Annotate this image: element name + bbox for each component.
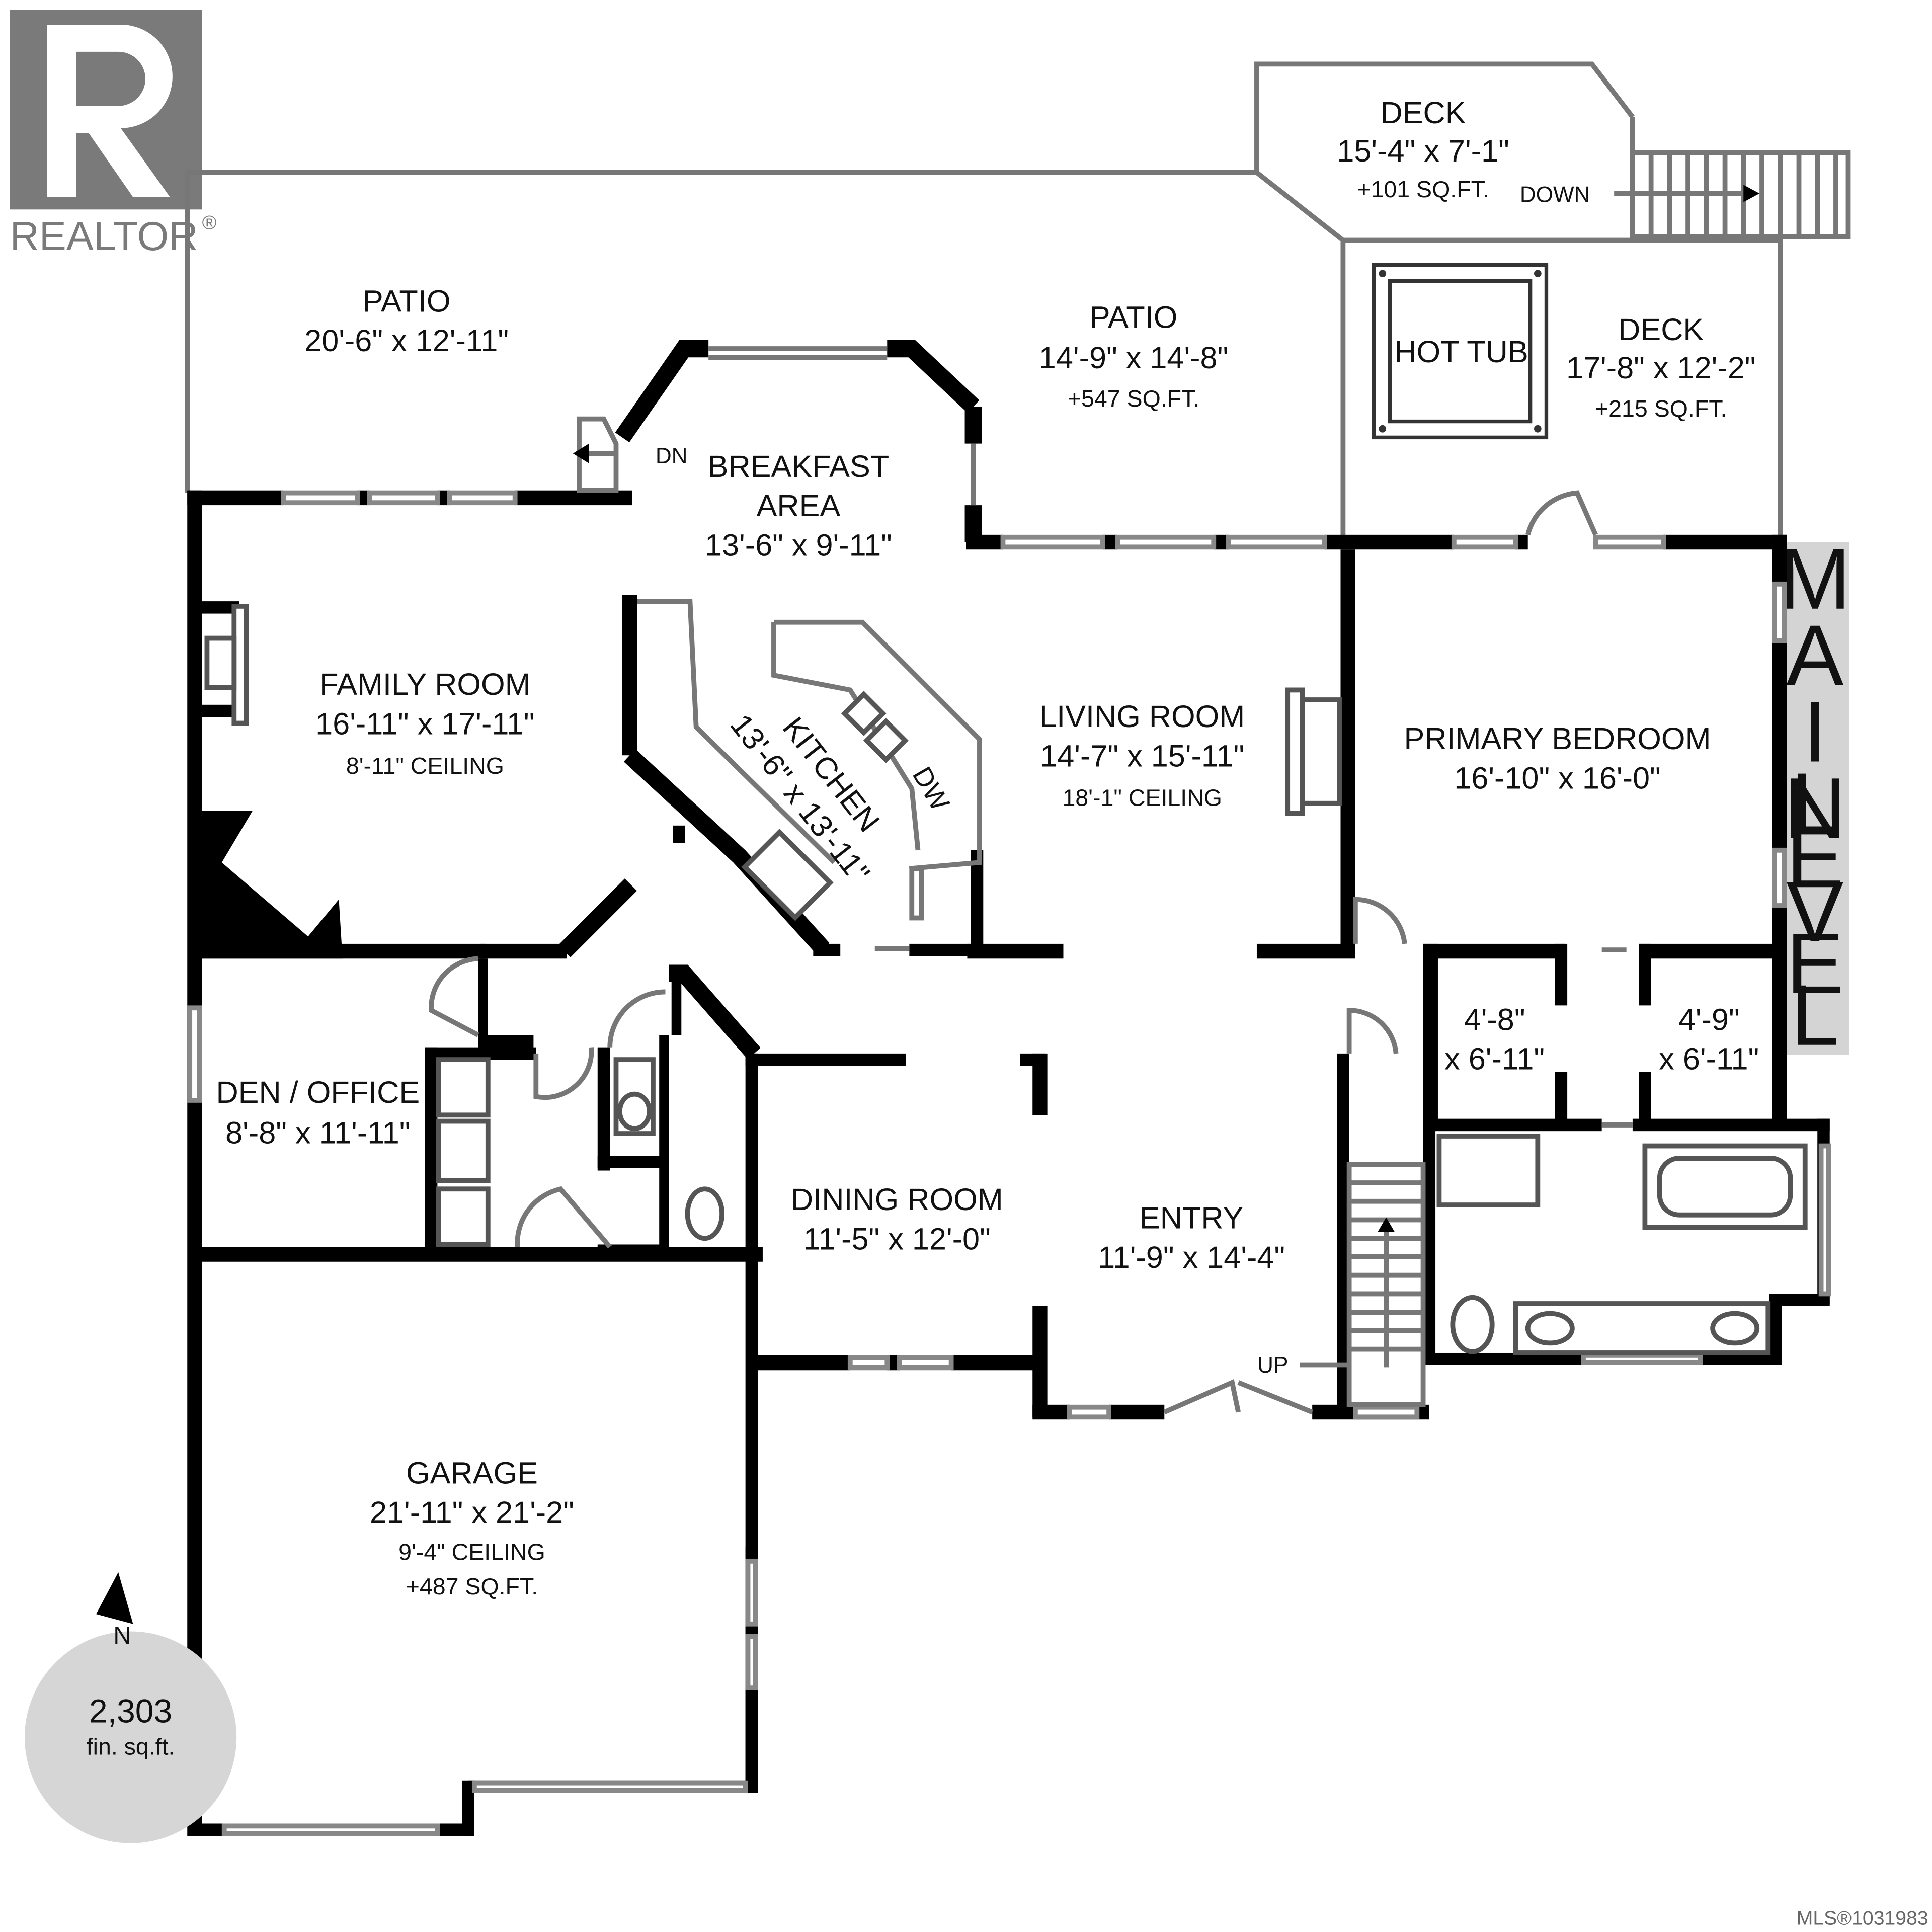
dining-room-name: DINING ROOM [791, 1182, 1003, 1217]
north-arrow-icon [96, 1572, 133, 1624]
family-room-name: FAMILY ROOM [319, 667, 531, 701]
garage-name: GARAGE [406, 1456, 538, 1490]
living-room-ceiling: 18'-1" CEILING [1062, 785, 1222, 811]
breakfast-name-line2: AREA [757, 489, 841, 523]
compass-badge: N 2,303 fin. sq.ft. [24, 1572, 237, 1843]
exterior-outlines [185, 61, 1851, 542]
garage-dims: 21'-11" x 21'-2" [370, 1495, 574, 1530]
closet-b-dim2: x 6'-11" [1659, 1042, 1759, 1076]
breakfast-dims: 13'-6" x 9'-11" [705, 528, 892, 562]
fixtures: DW [204, 416, 1808, 1407]
realtor-logo-text: REALTOR [10, 214, 198, 259]
level-letter: E [1786, 916, 1843, 1012]
down-arrow-icon [1743, 185, 1760, 202]
room-labels: DECK 15'-4" x 7'-1" +101 SQ.FT. DOWN PAT… [216, 96, 1759, 1599]
deck-top-name: DECK [1381, 96, 1466, 130]
windows [187, 346, 1831, 1836]
patio-mid-dims: 14'-9" x 14'-8" [1039, 341, 1229, 375]
patio-mid-area: +547 SQ.FT. [1068, 385, 1199, 412]
garage-area: +487 SQ.FT. [406, 1573, 538, 1599]
walls [187, 340, 1830, 1836]
closet-a-dim1: 4'-8" [1464, 1002, 1525, 1036]
up-arrow-icon [1377, 1217, 1395, 1232]
dining-room-dims: 11'-5" x 12'-0" [803, 1222, 991, 1256]
den-office-dims: 8'-8" x 11'-11" [225, 1116, 410, 1150]
entry-name: ENTRY [1140, 1201, 1243, 1235]
family-room-dims: 16'-11" x 17'-11" [315, 707, 535, 741]
family-room-ceiling: 8'-11" CEILING [346, 753, 504, 779]
deck-right-name: DECK [1618, 312, 1704, 347]
deck-stairs [1614, 150, 1851, 239]
mls-number: MLS®1031983 [1797, 1907, 1928, 1929]
deck-top-area: +101 SQ.FT. [1357, 176, 1489, 202]
hot-tub-icon [1372, 263, 1549, 440]
closet-a-dim2: x 6'-11" [1444, 1042, 1545, 1076]
level-letter: L [1791, 968, 1839, 1064]
level-letter: M [1779, 531, 1851, 627]
patio-left-name: PATIO [363, 284, 451, 318]
realtor-logo: REALTOR ® [10, 10, 217, 259]
level-letter: L [1791, 756, 1839, 852]
breakfast-name-line1: BREAKFAST [708, 449, 890, 484]
living-room-name: LIVING ROOM [1039, 699, 1245, 734]
up-stair-label: UP [1257, 1353, 1288, 1378]
level-letter: V [1786, 864, 1843, 960]
entry-dims: 11'-9" x 14'-4" [1098, 1240, 1285, 1274]
living-room-dims: 14'-7" x 15'-11" [1040, 739, 1244, 773]
level-letter: E [1786, 810, 1843, 906]
hot-tub-label: HOT TUB [1394, 335, 1528, 369]
total-area-value: 2,303 [89, 1693, 172, 1730]
primary-bedroom-dims: 16'-10" x 16'-0" [1454, 761, 1661, 795]
total-area-unit: fin. sq.ft. [87, 1733, 175, 1759]
deck-top-dims: 15'-4" x 7'-1" [1337, 134, 1509, 168]
closet-b-dim1: 4'-9" [1678, 1002, 1740, 1036]
north-label: N [113, 1622, 131, 1649]
down-stair-label: DN [656, 444, 688, 468]
level-letter: N [1784, 760, 1846, 856]
patio-left-dims: 20'-6" x 12'-11" [304, 324, 509, 358]
deck-down-label: DOWN [1520, 183, 1590, 207]
deck-right-dims: 17'-8" x 12'-2" [1566, 351, 1756, 385]
garage-ceiling: 9'-4" CEILING [398, 1539, 545, 1565]
registered-mark: ® [202, 212, 217, 234]
level-letter: I [1803, 684, 1827, 780]
patio-mid-name: PATIO [1090, 300, 1178, 334]
den-office-name: DEN / OFFICE [216, 1075, 420, 1109]
level-letter: A [1786, 608, 1843, 704]
primary-bedroom-name: PRIMARY BEDROOM [1404, 721, 1711, 756]
deck-right-area: +215 SQ.FT. [1595, 395, 1727, 422]
